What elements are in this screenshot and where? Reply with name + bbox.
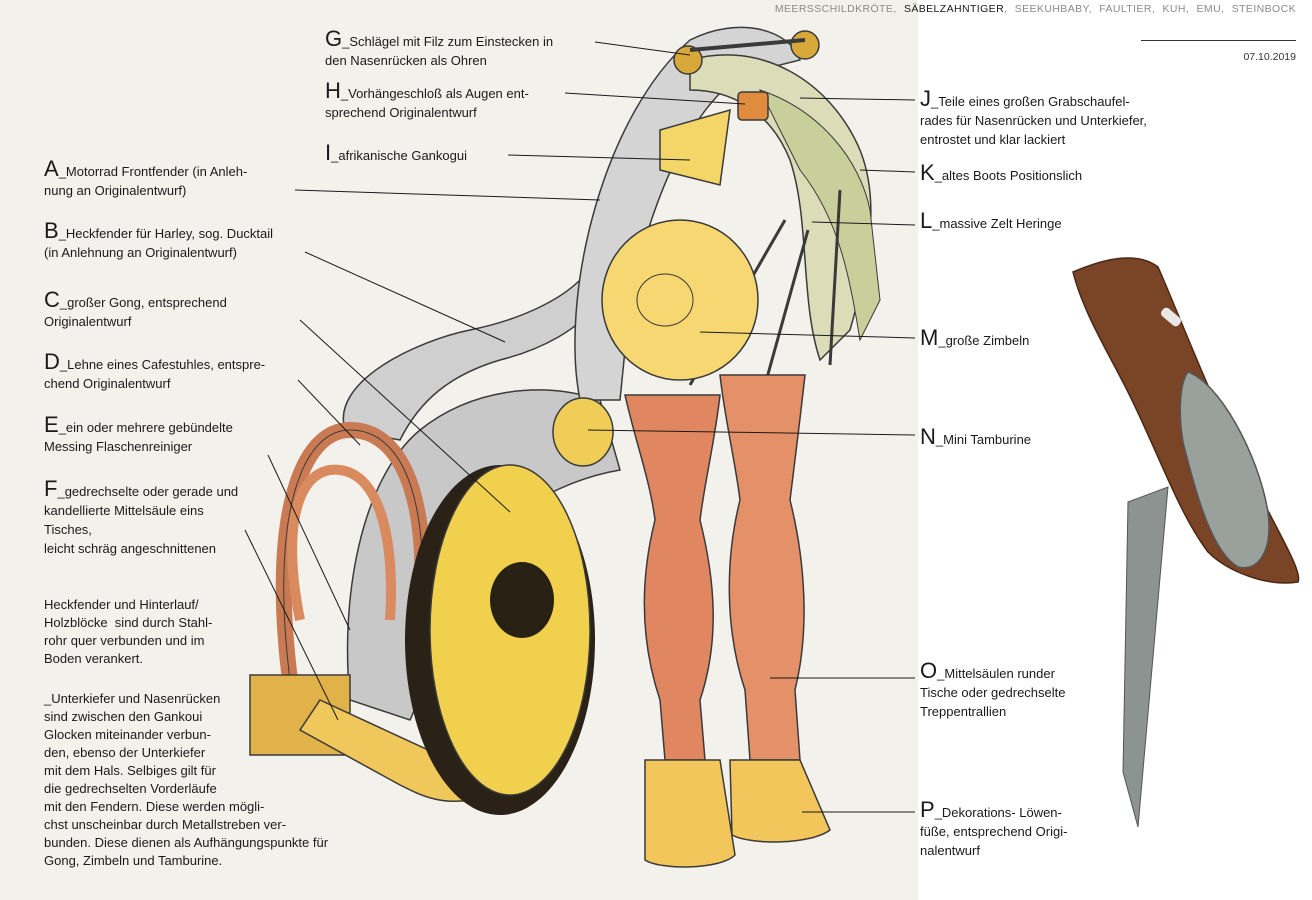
label-i: I_afrikanische Gankogui bbox=[325, 140, 467, 165]
nav-item-emu[interactable]: EMU bbox=[1196, 3, 1222, 15]
lion-foot-left bbox=[644, 759, 736, 868]
note-assembly: _Unterkiefer und Nasenrücken sind zwisch… bbox=[44, 691, 329, 868]
mini-tambourine bbox=[552, 397, 614, 467]
animal-nav: MEERSSCHILDKRÖTE, SÄBELZAHNTIGER, SEEKUH… bbox=[774, 3, 1296, 15]
label-h: H_Vorhängeschloß als Augen ent-sprechend… bbox=[325, 78, 529, 121]
label-k: K_altes Boots Positionslich bbox=[920, 160, 1083, 185]
padlock-eye bbox=[737, 91, 769, 121]
nav-item-faultier[interactable]: FAULTIER bbox=[1099, 3, 1152, 15]
neck-fender bbox=[574, 26, 801, 401]
header-divider bbox=[1141, 40, 1296, 41]
gankogui bbox=[659, 108, 731, 186]
label-m: M_große Zimbeln bbox=[920, 325, 1030, 350]
ear-mallet-left bbox=[673, 45, 703, 75]
label-b: B_Heckfender für Harley, sog. Ducktail(i… bbox=[44, 218, 274, 261]
ear-mallet-right bbox=[790, 30, 820, 60]
nav-item-kuh[interactable]: KUH bbox=[1162, 3, 1186, 15]
label-p: P_Dekorations- Löwen-füße, entsprechend … bbox=[920, 797, 1068, 859]
lion-foot-right bbox=[729, 759, 831, 843]
note-connection: Heckfender und Hinterlauf/ Holzblöcke si… bbox=[44, 597, 213, 666]
leader-lines bbox=[244, 41, 916, 813]
nav-item-seekuhbaby[interactable]: SEEKUHBABY bbox=[1014, 3, 1089, 15]
front-leg-left bbox=[624, 394, 721, 761]
date-stamp: 07.10.2019 bbox=[1243, 51, 1296, 63]
label-a: A_Motorrad Frontfender (in Anleh-nung an… bbox=[44, 156, 248, 199]
shovel-photo bbox=[1072, 257, 1300, 828]
chair-back-inner-arch bbox=[287, 464, 396, 621]
nav-item-steinbock[interactable]: STEINBOCK bbox=[1231, 3, 1296, 15]
tent-peg-right bbox=[763, 229, 810, 386]
gong-center bbox=[490, 562, 554, 638]
sabertooth-sketch bbox=[244, 26, 916, 868]
label-d: D_Lehne eines Cafestuhles, entspre-chend… bbox=[44, 349, 266, 392]
nav-item-meersschildkroete[interactable]: MEERSSCHILDKRÖTE bbox=[774, 3, 894, 15]
boat-light bbox=[1179, 371, 1270, 569]
label-j: J_Teile eines großen Grabschaufel-rades … bbox=[920, 86, 1147, 148]
cymbal bbox=[601, 219, 759, 381]
label-n: N_Mini Tamburine bbox=[920, 424, 1032, 449]
label-l: L_massive Zelt Heringe bbox=[920, 208, 1062, 233]
tent-peg bbox=[1122, 486, 1169, 828]
nav-item-saebelzahntiger[interactable]: SÄBELZAHNTIGER bbox=[903, 3, 1005, 15]
